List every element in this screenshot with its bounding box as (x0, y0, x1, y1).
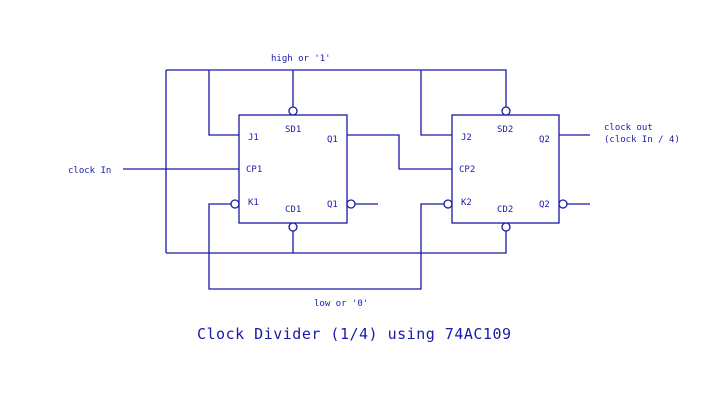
clock-in-label: clock In (68, 166, 111, 176)
chip2-j-label: J2 (461, 133, 472, 143)
high-label: high or '1' (271, 54, 331, 64)
j2-wire (420, 70, 452, 136)
chip1-j-label: J1 (248, 133, 259, 143)
chip1-qbar-label: Q1 (327, 200, 338, 210)
chip1-sd-label: SD1 (285, 125, 301, 135)
chip1-q-label: Q1 (327, 135, 338, 145)
chip2-q-label: Q2 (539, 135, 550, 145)
low-label: low or '0' (314, 299, 368, 309)
clock-out-label: clock out (604, 123, 653, 133)
chip2-cp-label: CP2 (459, 165, 475, 175)
chip2-cd-label: CD2 (497, 205, 513, 215)
chip2-k-bubble (443, 199, 453, 209)
wires (123, 69, 590, 290)
flip-flop-1: J1 CP1 K1 SD1 CD1 Q1 Q1 (230, 106, 356, 232)
chip2-qbar-bubble (558, 199, 568, 209)
chip2-sd-bubble (501, 106, 511, 116)
diagram-title: Clock Divider (1/4) using 74AC109 (197, 325, 512, 343)
low-k-wire (208, 203, 444, 290)
chip1-cd-label: CD1 (285, 205, 301, 215)
chip1-sd-bubble (288, 106, 298, 116)
chip1-cd-bubble (288, 222, 298, 232)
flip-flop-2: J2 CP2 K2 SD2 CD2 Q2 Q2 (443, 106, 568, 232)
j1-wire (208, 70, 239, 136)
high-rail-wire (166, 69, 507, 107)
clear-rail-wire (166, 231, 507, 254)
clock-out-sub-label: (clock In / 4) (604, 135, 680, 145)
chip2-sd-label: SD2 (497, 125, 513, 135)
q1-cp2-wire (347, 134, 452, 170)
chip1-k-label: K1 (248, 198, 259, 208)
chip2-k-label: K2 (461, 198, 472, 208)
chip1-k-bubble (230, 199, 240, 209)
chip2-qbar-label: Q2 (539, 200, 550, 210)
chip2-cd-bubble (501, 222, 511, 232)
chip1-cp-label: CP1 (246, 165, 262, 175)
chip1-qbar-bubble (346, 199, 356, 209)
